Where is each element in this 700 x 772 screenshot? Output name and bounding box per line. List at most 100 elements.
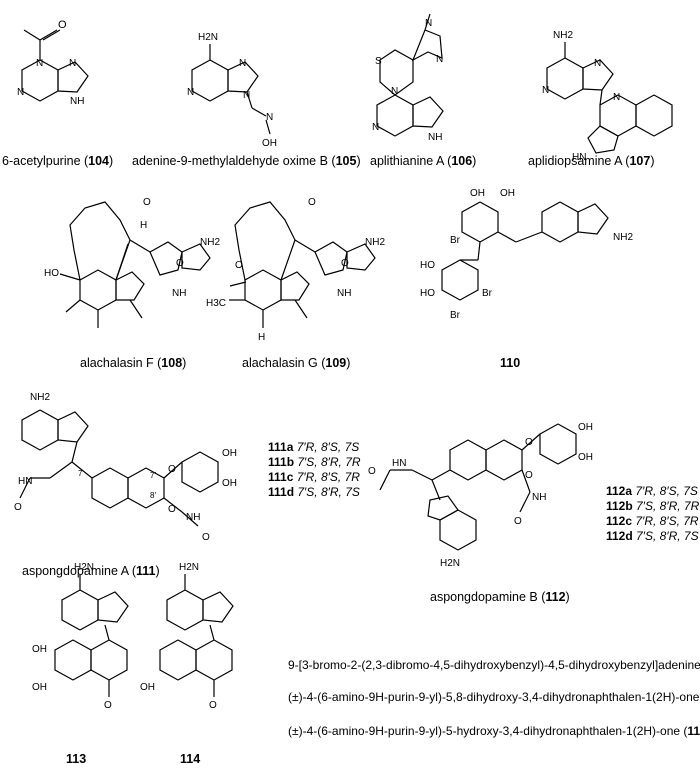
atom-o-112b: O xyxy=(525,437,533,448)
atom-n-107a: N xyxy=(594,58,601,69)
caption-112: aspongdopamine B (112) xyxy=(430,590,570,604)
atom-n-106b: N xyxy=(425,18,432,29)
atom-s-106: S xyxy=(375,56,382,67)
structure-111 xyxy=(19,409,219,527)
stereo-table-111: 111a 7′R, 8′S, 7S 111b 7′S, 8′R, 7R 111c… xyxy=(268,440,361,499)
atom-nh-109: NH xyxy=(337,288,351,299)
structure-108 xyxy=(59,201,211,328)
atom-n-105c: N xyxy=(243,90,250,101)
atom-nh-108: NH xyxy=(172,288,186,299)
atom-hn-111: HN xyxy=(18,476,32,487)
atom-o-111d: O xyxy=(202,532,210,543)
atom-o-109c: O xyxy=(341,258,349,269)
atom-br-110c: Br xyxy=(450,310,461,321)
atom-n-106c: N xyxy=(436,54,443,65)
atom-nh-112: NH xyxy=(532,492,546,503)
atom-o-114: O xyxy=(209,700,217,711)
atom-o-109b: O xyxy=(235,260,243,271)
atom-nh2-109: NH2 xyxy=(365,237,385,248)
atom-h2n-114: H2N xyxy=(179,562,199,573)
caption-114: 114 xyxy=(180,752,201,766)
caption-108: alachalasin F (108) xyxy=(80,356,187,370)
atom-n-104a: N xyxy=(36,58,43,69)
structure-106 xyxy=(376,13,444,137)
atom-oh-114: OH xyxy=(140,682,155,693)
atom-ho-110b: HO xyxy=(420,288,435,299)
atom-o-112c: O xyxy=(525,470,533,481)
structure-114 xyxy=(159,574,234,697)
atom-br-110b: Br xyxy=(482,288,493,299)
caption-109: alachalasin G (109) xyxy=(242,356,351,370)
atom-oh-112b: OH xyxy=(578,452,593,463)
atom-o-108b: O xyxy=(176,258,184,269)
atom-nh2-111: NH2 xyxy=(30,392,50,403)
atom-oh-111b: OH xyxy=(222,478,237,489)
atom-oh-111a: OH xyxy=(222,448,237,459)
atom-ho-110a: HO xyxy=(420,260,435,271)
atom-h3c-109: H3C xyxy=(206,298,226,309)
caption-111: aspongdopamine A (111) xyxy=(22,564,160,578)
locant-7p-111: 7′ xyxy=(150,471,156,480)
structure-109 xyxy=(229,201,376,328)
atom-oh-113a: OH xyxy=(32,644,47,655)
structure-104 xyxy=(21,29,89,102)
atom-oh-110a: OH xyxy=(470,188,485,199)
atom-o-111a: O xyxy=(14,502,22,513)
atom-o-112d: O xyxy=(514,516,522,527)
iupac-110: 9-[3-bromo-2-(2,3-dibromo-4,5-dihydroxyb… xyxy=(288,658,700,672)
atom-nh-104: NH xyxy=(70,96,84,107)
caption-106: aplithianine A (106) xyxy=(370,154,477,168)
iupac-114: (±)-4-(6-amino-9H-purin-9-yl)-5-hydroxy-… xyxy=(288,724,700,738)
atom-nh-111: NH xyxy=(186,512,200,523)
atom-oh-105: OH xyxy=(262,138,277,149)
atom-o-104: O xyxy=(58,19,67,31)
atom-o-112a: O xyxy=(368,466,376,477)
atom-n-107b: N xyxy=(542,85,549,96)
locant-8p-111: 8′ xyxy=(150,491,156,500)
atom-o-108a: O xyxy=(143,197,151,208)
atom-br-110a: Br xyxy=(450,235,461,246)
atom-o-113: O xyxy=(104,700,112,711)
atom-h-109: H xyxy=(258,332,265,343)
atom-oh-110b: OH xyxy=(500,188,515,199)
atom-o-111b: O xyxy=(168,464,176,475)
atom-n-106a: N xyxy=(391,86,398,97)
atom-hn-112: HN xyxy=(392,458,406,469)
caption-107: aplidiopsamine A (107) xyxy=(528,154,655,168)
atom-o-109a: O xyxy=(308,197,316,208)
structure-110 xyxy=(441,201,609,301)
atom-h2n-112: H2N xyxy=(440,558,460,569)
locant-7-111: 7 xyxy=(78,469,83,478)
caption-113: 113 xyxy=(66,752,87,766)
atom-n-104c: N xyxy=(69,58,76,69)
atom-n-107c: N xyxy=(613,92,620,103)
caption-104: 6-acetylpurine (104) xyxy=(2,154,114,168)
atom-n-104b: N xyxy=(17,87,24,98)
structure-107 xyxy=(546,42,673,154)
atom-nh2-108: NH2 xyxy=(200,237,220,248)
stereo-table-112: 112a 7′R, 8′S, 7S 112b 7′S, 8′R, 7R 112c… xyxy=(606,484,700,543)
atom-n-105d: N xyxy=(266,112,273,123)
atom-nh2-107: NH2 xyxy=(553,30,573,41)
atom-n-106d: N xyxy=(372,122,379,133)
atom-n-105b: N xyxy=(187,87,194,98)
iupac-113: (±)-4-(6-amino-9H-purin-9-yl)-5,8-dihydr… xyxy=(288,690,700,704)
structure-113 xyxy=(54,574,129,697)
atom-oh-113b: OH xyxy=(32,682,47,693)
atom-nh2-110: NH2 xyxy=(613,232,633,243)
atom-o-111c: O xyxy=(168,504,176,515)
atom-nh-106: NH xyxy=(428,132,442,143)
atom-h-108: H xyxy=(140,220,147,231)
caption-105: adenine-9-methylaldehyde oxime B (105) xyxy=(132,154,361,168)
caption-110: 110 xyxy=(500,356,521,370)
atom-hn-107: HN xyxy=(572,152,586,163)
atom-h2n-113: H2N xyxy=(74,562,94,573)
atom-nh2-105: H2N xyxy=(198,32,218,43)
atom-oh-112a: OH xyxy=(578,422,593,433)
atom-n-105a: N xyxy=(239,58,246,69)
structure-105 xyxy=(191,44,271,135)
atom-ho-108: HO xyxy=(44,268,59,279)
structure-112 xyxy=(379,423,577,551)
